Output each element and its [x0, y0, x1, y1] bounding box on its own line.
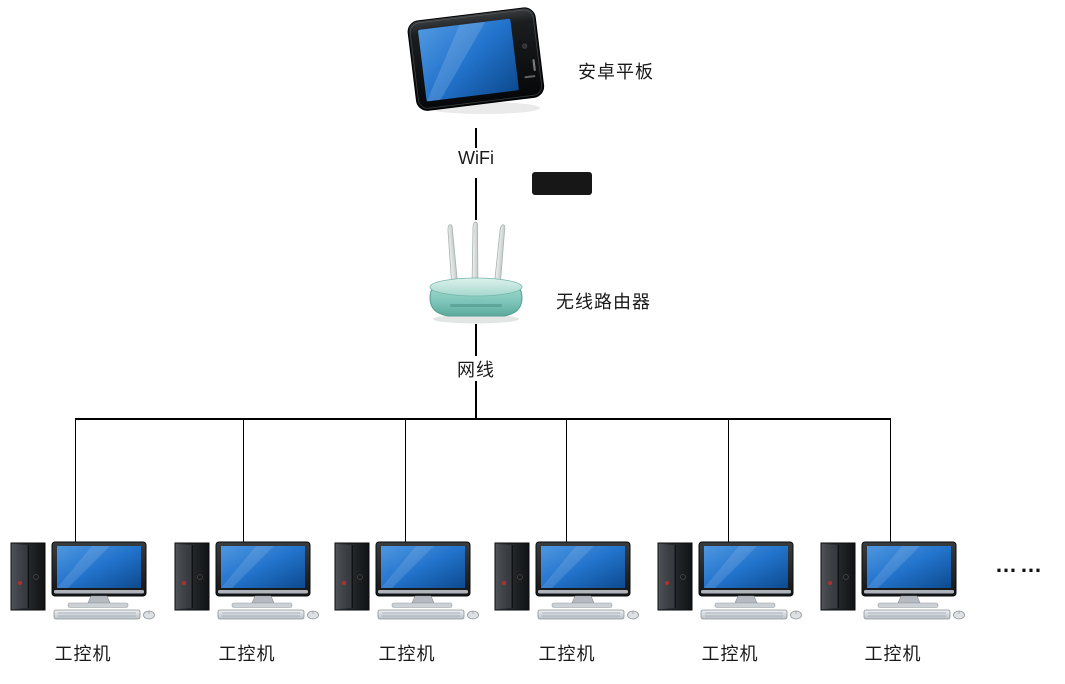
- industrial-pc-node-2: [172, 541, 322, 621]
- drop-line-5: [727, 419, 730, 545]
- pc-icon: [174, 541, 319, 620]
- drop-line-3: [404, 419, 407, 545]
- wireless-router-node: [420, 220, 532, 324]
- pc-icon: [10, 541, 155, 620]
- pc-label: 工控机: [538, 644, 596, 664]
- industrial-pc-node-3: [332, 541, 482, 621]
- pc-label: 工控机: [701, 644, 759, 664]
- industrial-pc-node-6: [818, 541, 968, 621]
- industrial-pc-node-5: [655, 541, 805, 621]
- android-tablet-node: [402, 2, 552, 122]
- industrial-pc-node-4: [492, 541, 642, 621]
- cable-label: 网线: [457, 360, 495, 380]
- pc-icon: [820, 541, 965, 620]
- pc-icon: [334, 541, 479, 620]
- drop-line-4: [565, 419, 568, 545]
- wifi-label: WiFi: [458, 148, 494, 168]
- pc-label: 工控机: [218, 644, 276, 664]
- pc-label: 工控机: [378, 644, 436, 664]
- pc-icon: [494, 541, 639, 620]
- link-router-cable-line: [475, 324, 477, 356]
- industrial-pc-node-1: [8, 541, 158, 621]
- router-label: 无线路由器: [556, 292, 651, 312]
- bus-line: [74, 418, 891, 420]
- link-wifi-router-line: [475, 178, 477, 220]
- tablet-icon: [406, 6, 546, 115]
- dark-artifact: [532, 172, 592, 195]
- router-icon: [429, 221, 523, 324]
- ellipsis-more-nodes: ……: [995, 552, 1045, 577]
- drop-line-2: [242, 419, 245, 545]
- tablet-label: 安卓平板: [578, 62, 654, 82]
- drop-line-6: [889, 419, 892, 545]
- drop-line-1: [74, 419, 77, 545]
- link-cable-bus-line: [475, 381, 477, 419]
- pc-label: 工控机: [54, 644, 112, 664]
- link-tablet-wifi-line: [475, 128, 477, 148]
- pc-label: 工控机: [864, 644, 922, 664]
- pc-icon: [657, 541, 802, 620]
